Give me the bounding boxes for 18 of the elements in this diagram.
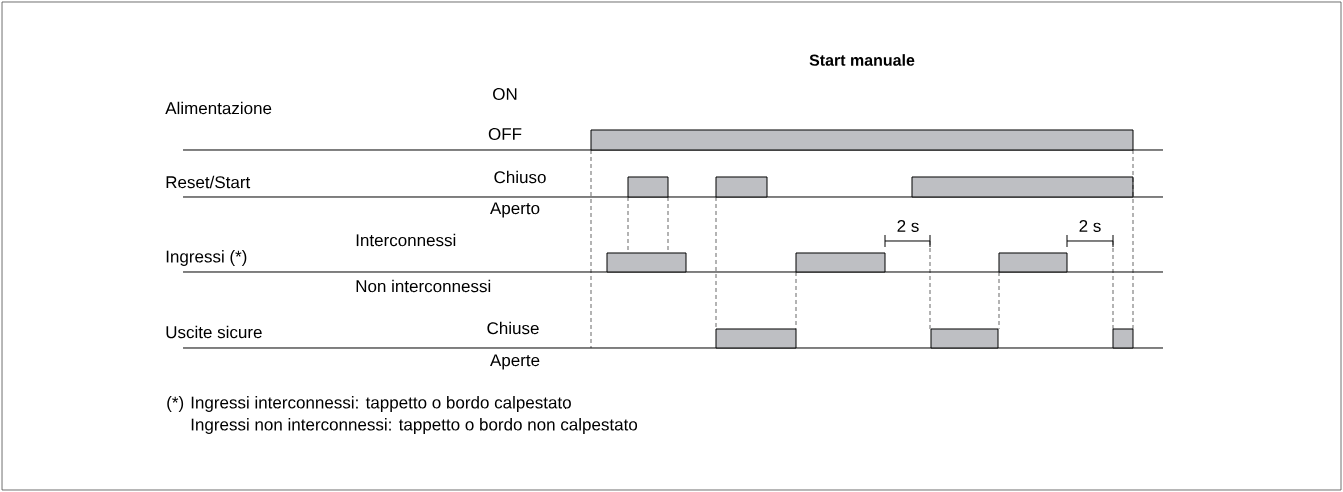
signal-name: Uscite sicure [166,325,262,339]
time-label: 2 s [1079,219,1101,232]
state-label: Aperto [490,202,540,218]
footnote-mark: (*) [167,396,184,412]
time-label: 2 s [897,219,919,232]
signal-name: Alimentazione [165,101,272,115]
state-label: Interconnessi [356,233,456,247]
signal-name: Ingressi (*) [166,250,247,266]
state-label: OFF [488,128,522,140]
footnote: Ingressi interconnessi: tappetto o bordo calpestato [191,396,571,412]
state-label: Non interconnessi [356,279,491,293]
signal-name: Reset/Start [166,175,251,189]
state-label: ON [493,88,517,100]
footnote: Ingressi non interconnessi: tappetto o bordo non calpestato [191,418,638,434]
state-label: Chiuso [494,170,546,184]
state-label: Aperte [490,354,540,370]
state-label: Chiuse [487,321,539,335]
title: Start manuale [809,54,915,66]
